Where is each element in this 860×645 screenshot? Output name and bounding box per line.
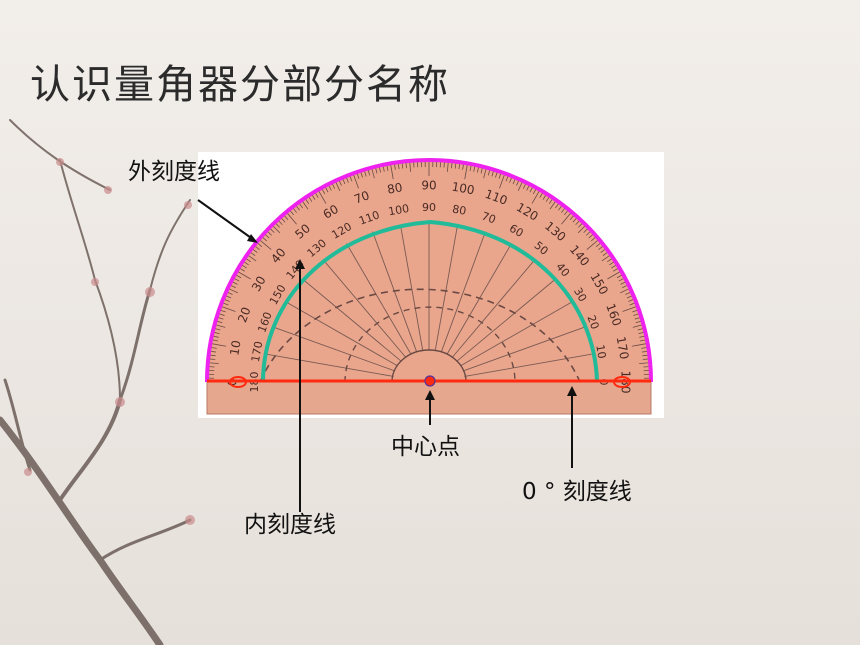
scale-tick (258, 238, 272, 250)
label-inner-scale: 内刻度线 (244, 512, 336, 538)
scale-number: 60 (507, 222, 526, 240)
radial-line (459, 301, 573, 367)
scale-number: 20 (235, 305, 253, 324)
radial-line (440, 231, 486, 353)
scale-number: 80 (451, 203, 467, 218)
radial-line (462, 326, 585, 372)
baseline-right-marker (613, 376, 631, 388)
center-point-arrowhead (425, 390, 435, 400)
radial-line (346, 243, 412, 355)
scale-number: 90 (422, 201, 436, 214)
radial-line (434, 224, 459, 351)
center-semicircle (391, 349, 467, 383)
radial-line (322, 259, 407, 358)
radial-line (372, 231, 418, 353)
scale-number: 100 (387, 202, 410, 218)
dashed-arc-large (259, 288, 581, 383)
outer-scale-arrowhead (247, 234, 258, 243)
scale-tick (622, 305, 638, 312)
scale-number: 20 (584, 314, 601, 332)
scale-number: 10 (593, 344, 608, 360)
center-point-dot (424, 375, 436, 387)
scale-number: 90 (421, 179, 436, 193)
dashed-arc-small (344, 306, 516, 383)
outer-scale-arrow (197, 199, 255, 241)
zero-line-arrowhead (567, 386, 577, 396)
scale-tick (586, 238, 600, 250)
scale-tick (607, 270, 622, 280)
radial-line (464, 353, 592, 377)
scale-tick (499, 173, 506, 189)
scale-tick (464, 163, 468, 180)
scale-tick (352, 173, 359, 189)
pointer-arrows (197, 199, 577, 512)
scale-tick (285, 211, 297, 225)
slide-title: 认识量角器分部分名称 (30, 62, 450, 108)
scale-number: 170 (249, 340, 265, 363)
radial-line (285, 301, 399, 367)
scale-number: 30 (249, 274, 269, 294)
scale-tick (210, 343, 227, 347)
outer-scale-highlight-arc (205, 158, 653, 383)
radial-line (451, 259, 536, 358)
scale-tick (390, 163, 394, 180)
scale-tick (631, 343, 648, 347)
scale-tick (236, 270, 251, 280)
inner-scale-highlight-arc (261, 219, 599, 383)
radial-line (456, 278, 556, 362)
label-outer-scale: 外刻度线 (128, 159, 220, 185)
radial-line (266, 353, 394, 377)
scale-number: 70 (480, 210, 498, 227)
label-zero-degree-line: 0 ° 刻度线 (522, 479, 632, 505)
inner-scale-arrowhead (295, 259, 305, 269)
scale-number: 60 (321, 202, 341, 222)
radial-line (273, 326, 396, 372)
radial-line (399, 224, 424, 351)
scale-tick (561, 211, 573, 225)
scale-number: 30 (571, 285, 589, 304)
scale-tick (220, 305, 236, 312)
scale-tick (531, 189, 541, 204)
scale-number: 100 (451, 180, 476, 198)
label-center-point: 中心点 (391, 434, 460, 460)
scale-number: 70 (352, 188, 371, 206)
scale-number: 10 (227, 339, 243, 356)
scale-tick (317, 189, 327, 204)
radial-line (302, 278, 402, 362)
scale-number: 170 (614, 335, 632, 360)
scale-number: 80 (386, 180, 403, 196)
baseline-left-marker (229, 376, 247, 388)
